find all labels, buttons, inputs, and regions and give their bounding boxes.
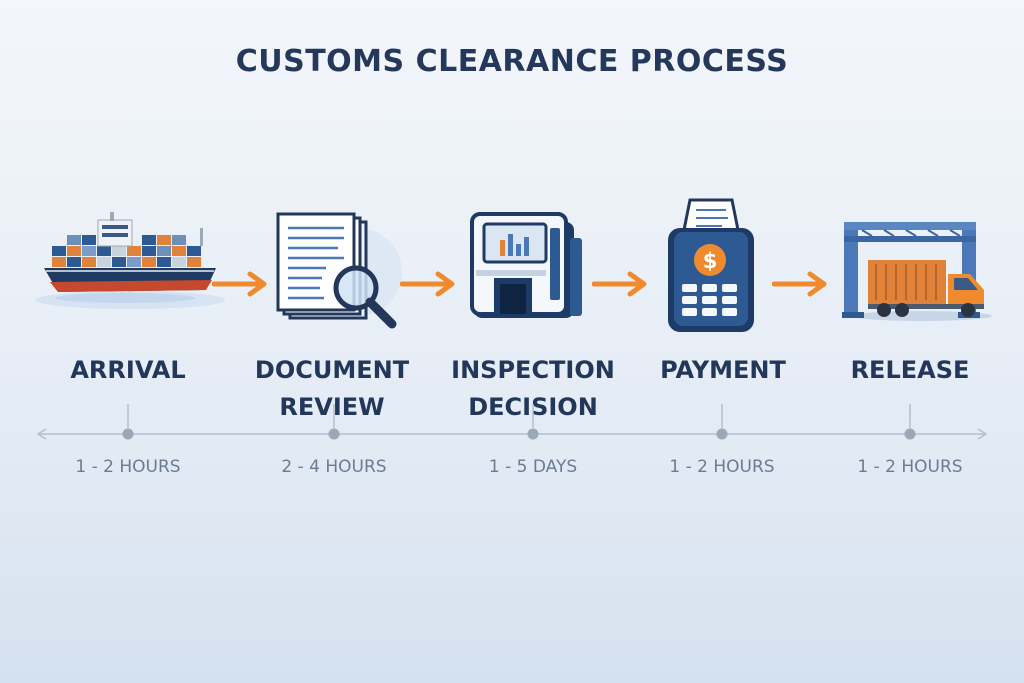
payment-terminal-icon: $ (668, 198, 754, 332)
timeline-tick-payment (716, 404, 728, 440)
duration-payment: 1 - 2 HOURS (669, 457, 775, 477)
svg-text:$: $ (703, 249, 718, 273)
process-arrow-2 (400, 271, 455, 297)
timeline (36, 404, 988, 440)
document-magnifier-icon (276, 212, 402, 329)
process-arrow-4 (772, 271, 827, 297)
duration-document-review: 2 - 4 HOURS (281, 457, 387, 477)
duration-arrival: 1 - 2 HOURS (75, 457, 181, 477)
duration-inspection-decision: 1 - 5 DAYS (488, 457, 578, 477)
cargo-ship-icon (35, 212, 225, 309)
page-title: CUSTOMS CLEARANCE PROCESS (235, 44, 789, 79)
truck-gate-icon (842, 222, 992, 321)
timeline-tick-arrival (122, 404, 134, 440)
timeline-tick-inspection-decision (527, 404, 539, 440)
timeline-tick-release (904, 404, 916, 440)
scanner-machine-icon (470, 212, 582, 318)
duration-release: 1 - 2 HOURS (857, 457, 963, 477)
step-label-arrival: ARRIVAL (70, 356, 186, 384)
step-label-document-review: DOCUMENT REVIEW (254, 356, 410, 421)
step-label-payment: PAYMENT (660, 356, 786, 384)
step-label-release: RELEASE (850, 356, 970, 384)
process-arrow-3 (592, 271, 647, 297)
process-arrow-1 (212, 271, 267, 297)
timeline-tick-document-review (328, 404, 340, 440)
